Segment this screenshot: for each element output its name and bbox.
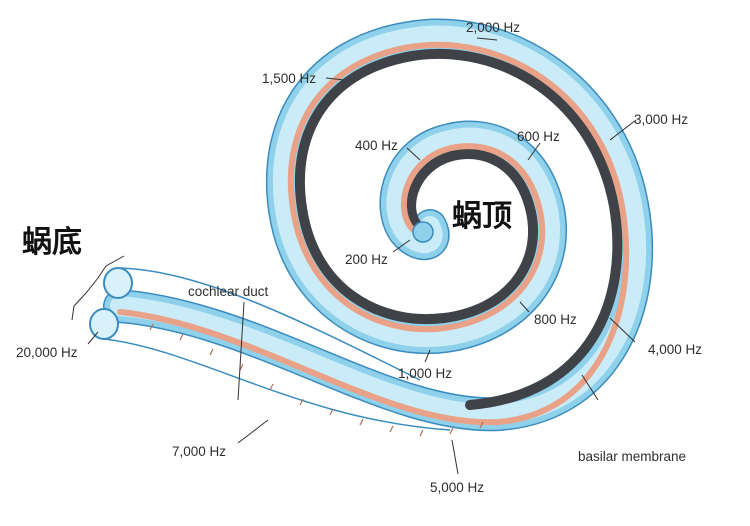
freq-800-label: 800 Hz [534,312,577,327]
apex-label: 蜗顶 [452,199,512,234]
freq-4000-label: 4,000 Hz [648,342,702,357]
tube-highlight [110,25,647,425]
cochlear-duct-label: cochlear duct [188,284,269,299]
upper-opening [103,267,133,299]
base-bracket [71,255,125,321]
duct-marks [149,323,484,437]
freq-400-label: 400 Hz [355,138,398,153]
apex-tip [412,221,434,243]
freq-600-label: 600 Hz [517,129,560,144]
basilar-membrane-band [117,41,630,426]
base-label: 蜗底 [22,225,82,260]
freq-1500-label: 1,500 Hz [262,71,316,86]
freq-5000-label: 5,000 Hz [430,480,484,495]
freq-3000-label: 3,000 Hz [634,112,688,127]
cochlea-spiral [103,18,654,432]
freq-2000-label: 2,000 Hz [466,20,520,35]
leader-lines [87,37,637,475]
basilar-membrane-label: basilar membrane [578,449,686,464]
upper-tube-edge [117,267,421,381]
dark-band [294,48,623,410]
cochlea-base [89,267,484,437]
lower-opening [89,308,119,340]
freq-20000-label: 20,000 Hz [16,345,78,360]
freq-200-label: 200 Hz [345,252,388,267]
freq-7000-label: 7,000 Hz [172,444,226,459]
lower-tube-edge [103,338,451,431]
freq-1000-label: 1,000 Hz [398,366,452,381]
